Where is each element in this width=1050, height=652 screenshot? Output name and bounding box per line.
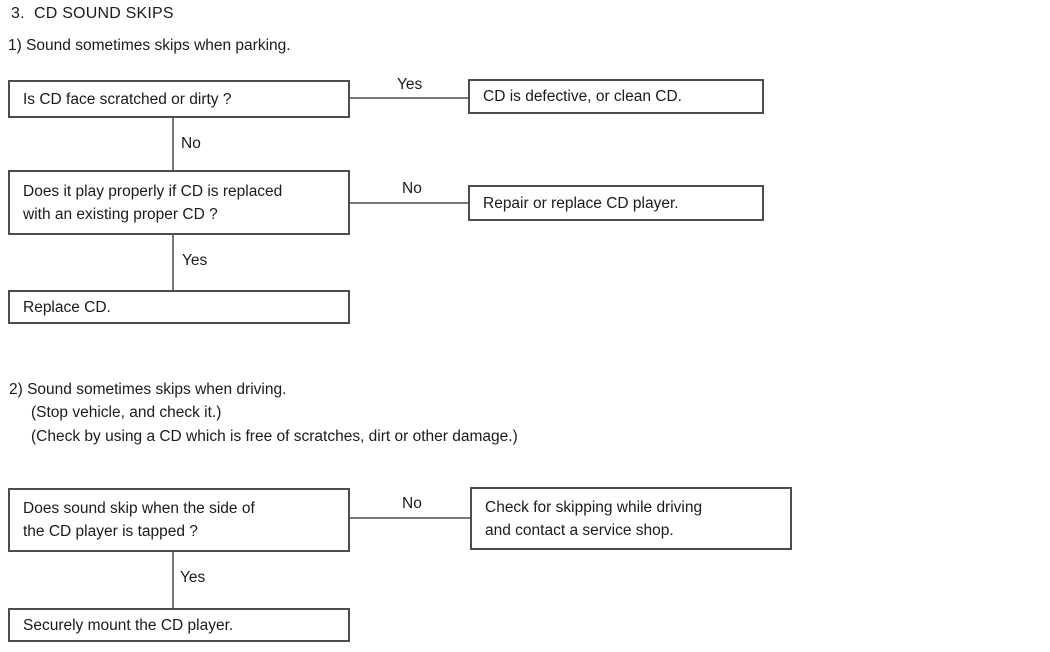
flow1-result-cd-defective-text: CD is defective, or clean CD. (483, 88, 682, 105)
flow2-yes-connector-line (172, 552, 174, 608)
flow2-result-mount-player-box: Securely mount the CD player. (8, 608, 350, 642)
flow1-yes2-connector-line (172, 235, 174, 290)
flow1-no2-connector-line (350, 202, 468, 204)
flow1-result-repair-player-text: Repair or replace CD player. (483, 194, 679, 212)
flow1-question-play-properly-box: Does it play properly if CD is replaced … (8, 170, 350, 235)
flow1-result-repair-player-box: Repair or replace CD player. (468, 185, 764, 221)
flow2-question-tap-player-box: Does sound skip when the side of the CD … (8, 488, 350, 552)
flow1-no-connector-line (172, 118, 174, 170)
flow1-result-replace-cd-box: Replace CD. (8, 290, 350, 324)
flow1-question-cd-scratched-text: Is CD face scratched or dirty ? (23, 90, 232, 108)
flow2-result-check-while-driving-line1: Check for skipping while driving (485, 498, 703, 516)
flow1-no-edge-label: No (181, 135, 201, 153)
flow2-no-edge-label: No (402, 495, 422, 513)
flow2-result-mount-player-text: Securely mount the CD player. (23, 616, 234, 634)
section2-note-stop-vehicle: (Stop vehicle, and check it.) (31, 404, 222, 421)
flow1-no2-edge-label: No (402, 180, 422, 198)
flow1-result-replace-cd-text: Replace CD. (23, 298, 111, 316)
page-title: 3. CD SOUND SKIPS (11, 5, 174, 22)
flow1-question-cd-scratched-box: Is CD face scratched or dirty ? (8, 80, 350, 118)
flow1-question-play-properly-line2: with an existing proper CD ? (23, 205, 218, 223)
flow2-yes-edge-label: Yes (180, 569, 206, 587)
section1-heading: 1) Sound sometimes skips when parking. (8, 37, 291, 54)
flow2-question-tap-player-line2: the CD player is tapped ? (23, 523, 198, 540)
section2-note-check-cd: (Check by using a CD which is free of sc… (31, 428, 518, 445)
flow1-yes2-edge-label: Yes (182, 252, 208, 270)
flow1-yes-connector-line (350, 97, 468, 99)
flow2-result-check-while-driving-box: Check for skipping while driving and con… (470, 487, 792, 550)
flow2-no-connector-line (350, 517, 470, 519)
flow1-question-play-properly-line1: Does it play properly if CD is replaced (23, 182, 283, 200)
flow1-result-cd-defective-box: CD is defective, or clean CD. (468, 79, 764, 114)
flow2-result-check-while-driving-line2: and contact a service shop. (485, 521, 674, 539)
flow2-question-tap-player-line1: Does sound skip when the side of (23, 500, 255, 517)
flow1-yes-edge-label: Yes (397, 76, 423, 94)
section2-heading: 2) Sound sometimes skips when driving. (9, 381, 287, 398)
